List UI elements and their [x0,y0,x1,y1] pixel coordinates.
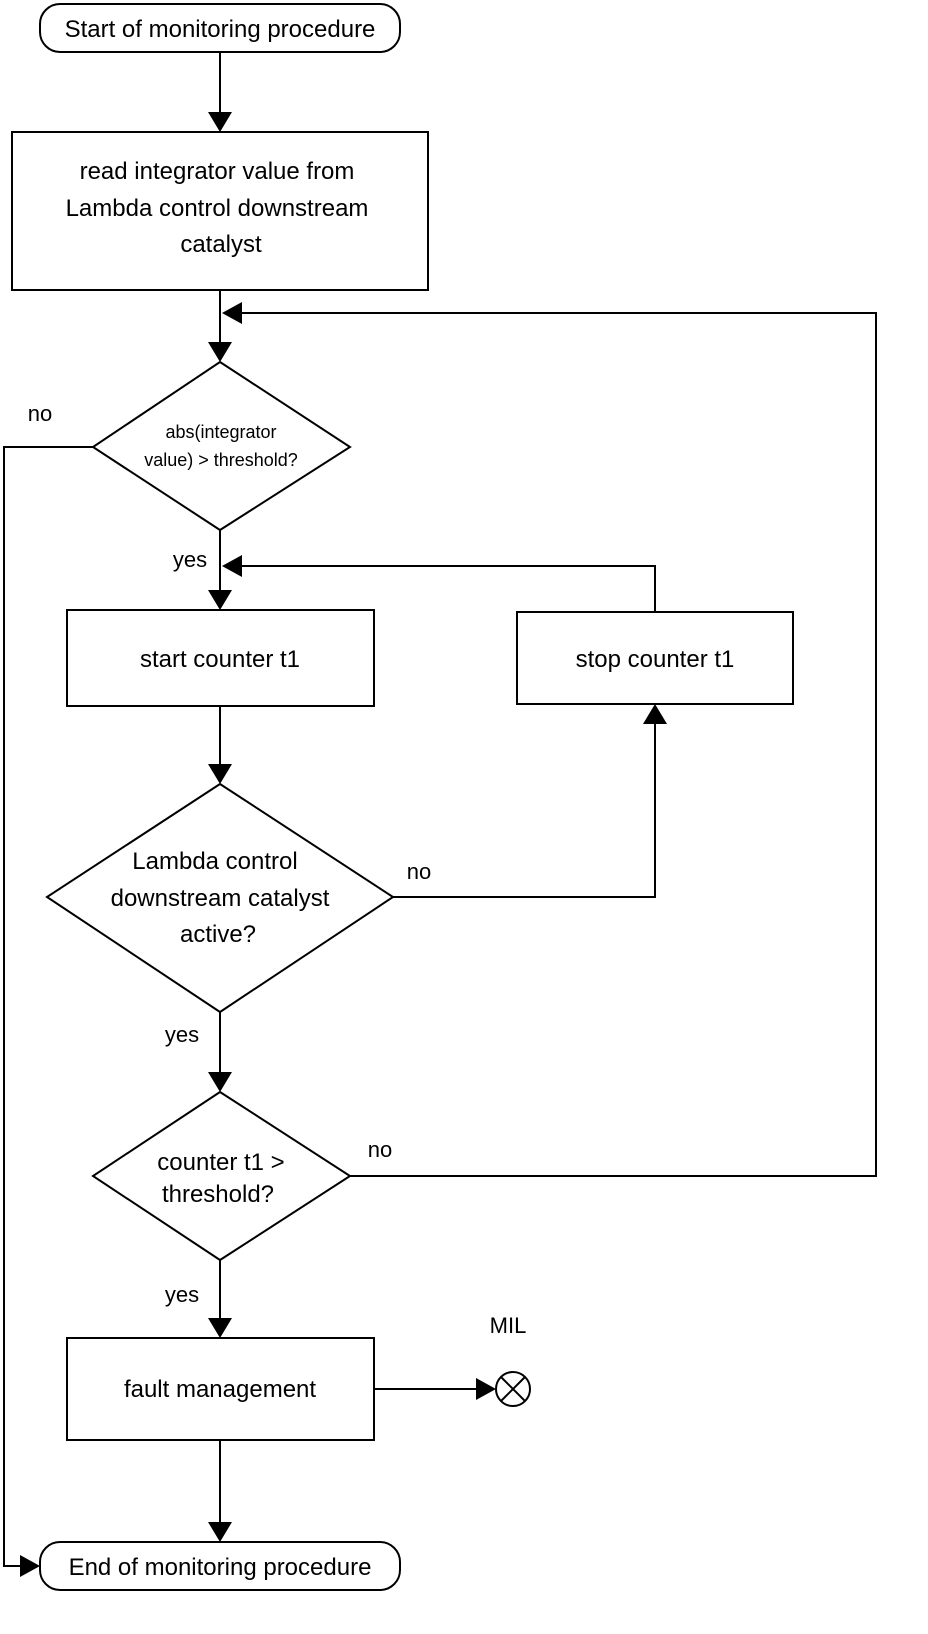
edge-label-d1-yes: yes [173,547,207,572]
arrowhead [208,112,232,132]
end-terminal: End of monitoring procedure [39,1541,401,1591]
edge-label-d3-yes: yes [165,1282,199,1307]
arrowhead [20,1555,40,1577]
arrowhead [208,590,232,610]
arrowhead [222,302,242,324]
edge-label-d2-yes: yes [165,1022,199,1047]
decision-lambda-active: Lambda control downstream catalyst activ… [45,782,395,1014]
arrowhead [208,1522,232,1542]
arrowhead [222,555,242,577]
start-terminal-label: Start of monitoring procedure [65,16,376,43]
fault-management-process: fault management [66,1337,375,1441]
start-counter-process: start counter t1 [66,609,375,707]
arrowhead [208,764,232,784]
edge-label-d2-no: no [407,859,431,884]
edge-label-d1-no: no [28,401,52,426]
decision-lambda-label-line2: downstream catalyst [111,885,330,912]
connector-stop-return [240,565,656,612]
decision-counter-label-line1: counter t1 > [157,1149,284,1176]
end-terminal-label: End of monitoring procedure [69,1554,372,1581]
arrowhead [476,1378,496,1400]
start-counter-label: start counter t1 [140,646,300,673]
decision-lambda-label-line3: active? [180,921,256,948]
decision-integrator-label-line2: value) > threshold? [144,450,298,470]
mil-label: MIL [490,1313,527,1338]
mil-lamp-icon [495,1371,531,1407]
read-integrator-process: read integrator value from Lambda contro… [11,131,429,291]
decision-integrator-threshold: abs(integrator value) > threshold? [91,360,352,532]
decision-counter-threshold: counter t1 > threshold? [91,1090,352,1262]
decision-integrator-label-line1: abs(integrator [165,422,276,442]
connector-d1-no-end [3,446,93,1567]
read-integrator-label-line2: Lambda control downstream [66,195,369,222]
connector-d3-no-loop [240,312,877,1177]
arrowhead [208,342,232,362]
stop-counter-label: stop counter t1 [576,646,735,673]
arrowhead [208,1318,232,1338]
read-integrator-label-line3: catalyst [180,231,262,258]
arrowhead [643,704,667,724]
connector-d2-no [393,724,656,898]
arrowhead [208,1072,232,1092]
stop-counter-process: stop counter t1 [516,611,794,705]
fault-management-label: fault management [124,1376,316,1403]
edge-label-d3-no: no [368,1137,392,1162]
read-integrator-label-line1: read integrator value from [80,158,355,185]
start-terminal: Start of monitoring procedure [39,3,401,53]
decision-lambda-label-line1: Lambda control [132,848,297,875]
decision-counter-label-line2: threshold? [162,1181,274,1208]
